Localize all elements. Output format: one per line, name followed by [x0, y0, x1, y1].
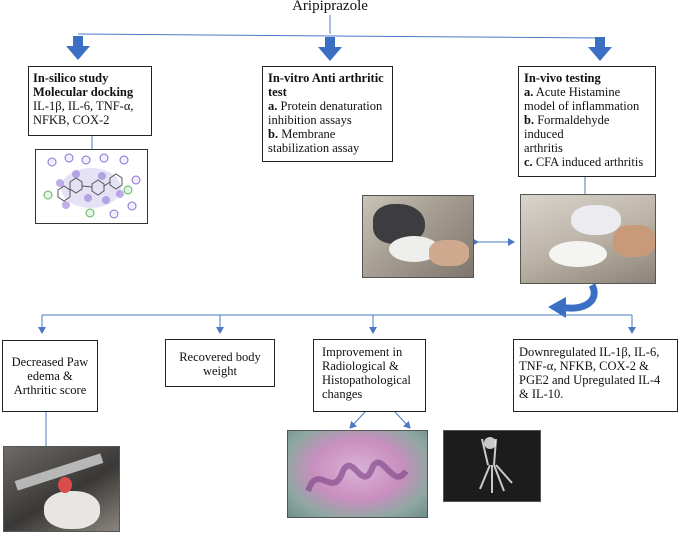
rat-shape-2: [549, 241, 607, 267]
invivo-item-c-text1: CFA induced arthritis: [532, 155, 644, 169]
xray-photo: [443, 430, 541, 502]
curved-arrow-head: [548, 297, 566, 318]
down-arrow-insilico: [66, 36, 90, 60]
outcome-paw-line-2: edema &: [27, 369, 73, 383]
invitro-item-a-text1: Protein denaturation: [277, 99, 383, 113]
invitro-heading-2: test: [268, 85, 287, 99]
outcome-paw-edema: Decreased Paw edema & Arthritic score: [2, 340, 98, 412]
outcome-cyto-line-1: Downregulated IL-1β, IL-6,: [519, 345, 660, 359]
invitro-box: In-vitro Anti arthritic test a. Protein …: [262, 66, 393, 162]
diagram-title: Aripiprazole: [292, 0, 368, 14]
top-branch-line: [77, 33, 601, 39]
injection-photo: [520, 194, 656, 284]
invivo-item-b-marker: b.: [524, 113, 535, 127]
insilico-box: In-silico study Molecular docking IL-1β,…: [28, 66, 152, 136]
histology-photo: [287, 430, 428, 518]
down-arrow-invivo: [588, 37, 612, 61]
paw-shape: [58, 477, 72, 493]
invivo-heading: In-vivo testing: [524, 71, 601, 85]
outcome-radio-line-1: Improvement in: [322, 345, 403, 359]
invitro-heading-1: In-vitro Anti arthritic: [268, 71, 384, 85]
outcome-cytokines: Downregulated IL-1β, IL-6, TNF-α, NFKB, …: [513, 339, 678, 412]
glove-shape-2: [571, 205, 621, 235]
invivo-item-a: a. Acute Histamine: [524, 85, 650, 99]
invivo-item-a-text1: Acute Histamine: [533, 85, 621, 99]
outcome-paw-line-3: Arthritic score: [13, 383, 87, 397]
docking-diagram: [43, 153, 141, 219]
invitro-item-b: b. Membrane: [268, 127, 387, 141]
invivo-item-c: c. CFA induced arthritis: [524, 155, 650, 169]
invivo-item-b-text2: arthritis: [524, 141, 563, 155]
down-arrow-invitro: [318, 37, 342, 61]
outcome-radiological: Improvement in Radiological & Histopatho…: [313, 339, 426, 412]
invivo-box: In-vivo testing a. Acute Histamine model…: [518, 66, 656, 177]
radio-histo-arrow: [349, 411, 366, 429]
invitro-item-a: a. Protein denaturation: [268, 99, 387, 113]
glove-shape-3: [44, 491, 100, 529]
xray-paw: [479, 437, 513, 493]
outcome-paw-line-1: Decreased Paw: [11, 355, 89, 369]
radio-xray-arrow: [394, 411, 411, 429]
invivo-item-a-text2: model of inflammation: [524, 99, 640, 113]
invivo-item-b: b. Formaldehyde induced: [524, 113, 650, 141]
histology-tissue: [305, 459, 409, 493]
docking-image: [35, 149, 148, 224]
outcome-radio-line-3: Histopathological: [322, 373, 411, 387]
invitro-item-a-marker: a.: [268, 99, 278, 113]
outcome-weight-line-2: weight: [202, 364, 238, 378]
hand-shape: [429, 240, 469, 266]
arm-shape: [613, 225, 655, 257]
invitro-item-b-marker: b.: [268, 127, 279, 141]
outcome-radio-line-2: Radiological &: [322, 359, 399, 373]
invivo-item-a-marker: a.: [524, 85, 534, 99]
outcome-weight-line-1: Recovered body: [179, 350, 261, 364]
insilico-targets-1: IL-1β, IL-6, TNF-α,: [33, 99, 134, 113]
invivo-item-b-text1: Formaldehyde induced: [524, 113, 610, 141]
outcome-cyto-line-4: & IL-10.: [519, 387, 564, 401]
outcome-cyto-line-2: TNF-α, NFKB, COX-2 &: [519, 359, 649, 373]
invivo-item-c-marker: c.: [524, 155, 533, 169]
outcome-cyto-line-3: PGE2 and Upregulated IL-4: [519, 373, 661, 387]
outcome-radio-line-4: changes: [322, 387, 363, 401]
insilico-heading-2: Molecular docking: [33, 85, 134, 99]
outcome-body-weight: Recovered body weight: [165, 339, 275, 387]
insilico-targets-2: NFKB, COX-2: [33, 113, 110, 127]
insilico-heading-1: In-silico study: [33, 71, 109, 85]
rat-handling-photo: [362, 195, 474, 278]
paw-measurement-photo: [3, 446, 120, 532]
invitro-item-a-text2: inhibition assays: [268, 113, 352, 127]
invitro-item-b-text2: stabilization assay: [268, 141, 360, 155]
invitro-item-b-text1: Membrane: [278, 127, 336, 141]
